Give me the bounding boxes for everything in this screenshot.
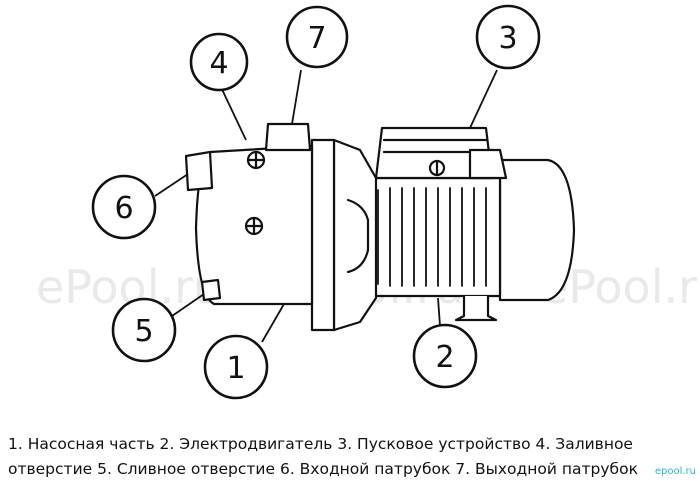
legend-line-1: 1. Насосная часть 2. Электродвигатель 3.… — [8, 435, 633, 453]
motor-cooling-fins — [377, 187, 487, 287]
callout-number-2: 2 — [435, 340, 454, 375]
motor-body — [370, 176, 502, 298]
callout-circle-2 — [412, 323, 478, 389]
legend-caption: 1. Насосная часть 2. Электродвигатель 3.… — [8, 432, 694, 482]
callout-number-1: 1 — [226, 351, 245, 386]
callout-circle-5 — [111, 297, 177, 363]
callout-number-4: 4 — [209, 46, 228, 81]
callout-circle-7 — [285, 5, 349, 69]
outlet-port — [264, 122, 312, 152]
drain-plug — [200, 278, 222, 302]
callout-number-3: 3 — [498, 21, 517, 56]
callout-circle-1 — [203, 334, 269, 400]
legend-line-2: отверстие 5. Сливное отверстие 6. Входно… — [8, 460, 638, 478]
motor-foot — [454, 294, 498, 322]
callout-number-6: 6 — [114, 191, 133, 226]
pump-flange — [310, 138, 336, 332]
inlet-port — [184, 150, 214, 192]
callout-number-5: 5 — [134, 314, 153, 349]
motor-end-cap — [498, 158, 576, 302]
corner-logo: epool.ru — [654, 466, 696, 477]
motor-flange — [332, 138, 378, 332]
callout-circle-6 — [91, 174, 157, 240]
callout-circle-4 — [189, 32, 249, 92]
callout-number-7: 7 — [307, 21, 326, 56]
callout-circle-3 — [475, 4, 541, 70]
